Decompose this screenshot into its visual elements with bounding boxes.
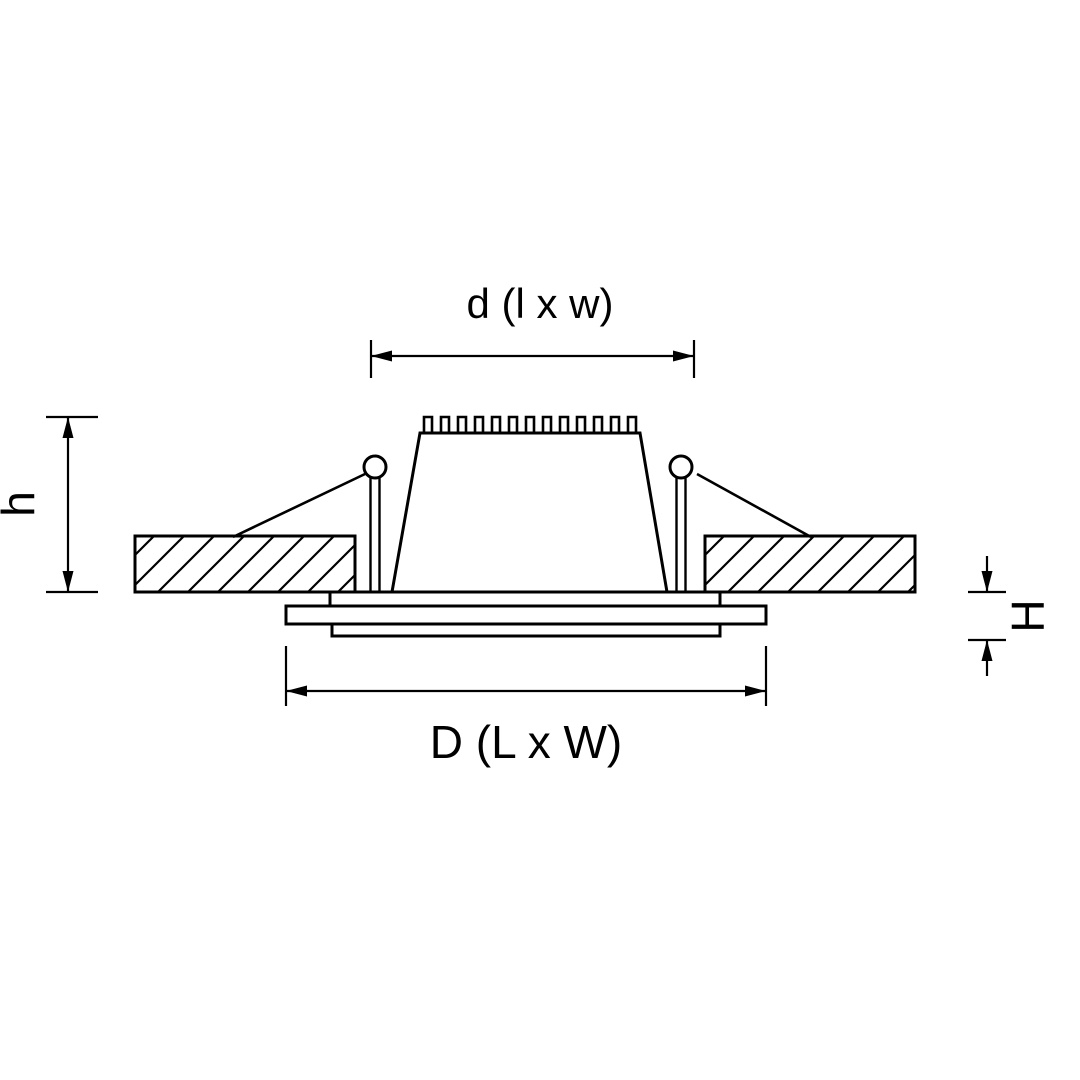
ceiling-slab-left (133, 534, 357, 594)
dimension-recess-depth (46, 415, 98, 594)
spring-clip-left (232, 454, 388, 592)
arrow-right-icon (745, 685, 766, 697)
cutout-dimension-label: d (l x w) (467, 280, 614, 327)
arrow-left-icon (371, 350, 392, 362)
arrow-up-icon (62, 417, 74, 438)
heatsink-fins-icon (422, 415, 638, 433)
dimension-overall (284, 646, 768, 706)
trim-ring-flange (284, 604, 768, 626)
spring-clip-right (668, 454, 812, 592)
arrow-left-icon (286, 685, 307, 697)
recess-depth-label: h (0, 491, 44, 517)
dimension-visible-height (968, 556, 1006, 676)
visible-height-label: H (1002, 599, 1054, 632)
arrow-down-icon (62, 571, 74, 592)
trim-ring-upper (328, 590, 722, 608)
arrow-up-icon (981, 640, 993, 661)
arrow-right-icon (673, 350, 694, 362)
trim-ring-stack (284, 590, 768, 638)
ceiling-slab-right (703, 534, 917, 594)
trim-ring-lower (330, 622, 722, 638)
dimension-cutout (369, 340, 696, 378)
fixture-body (390, 431, 669, 594)
overall-dimension-label: D (L x W) (430, 716, 623, 768)
arrow-down-icon (981, 571, 993, 592)
